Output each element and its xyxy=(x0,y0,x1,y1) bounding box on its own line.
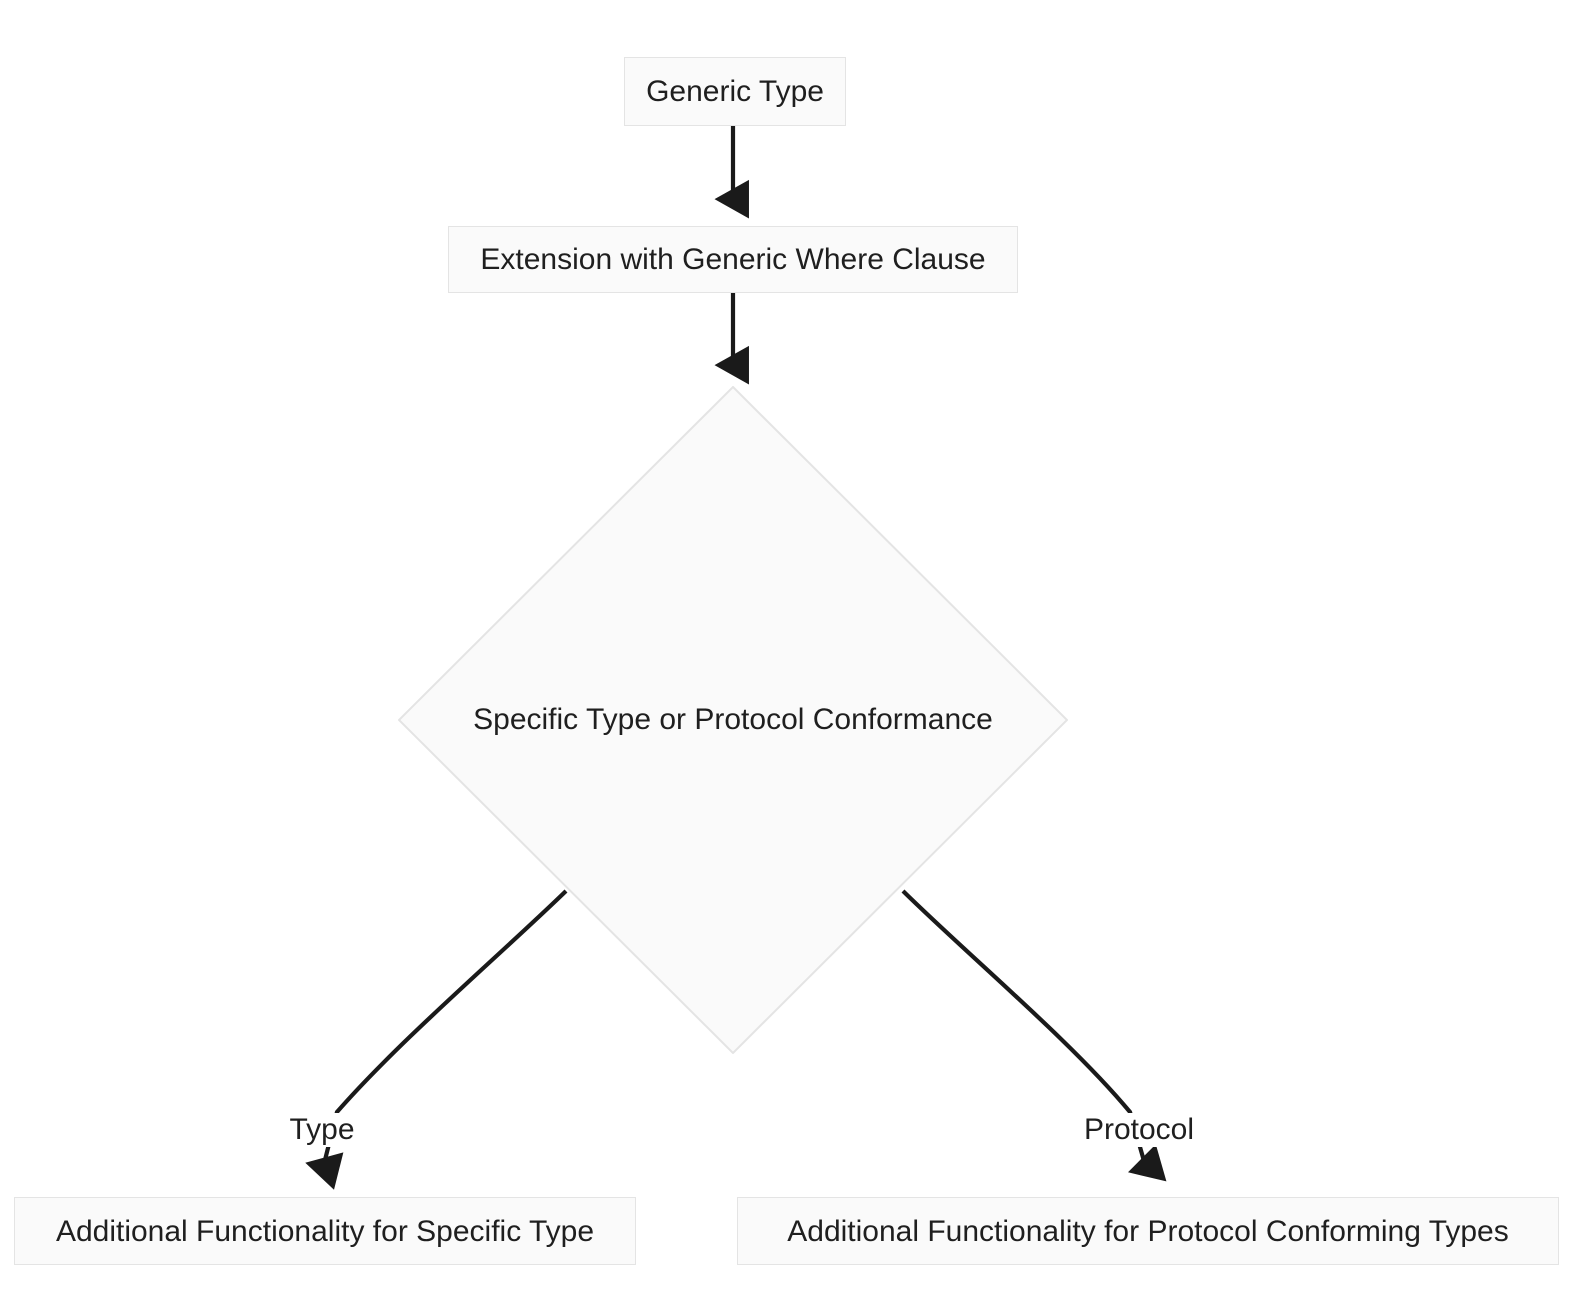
node-generic-type[interactable]: Generic Type xyxy=(624,57,846,126)
node-additional-functionality-for-protocol-conforming-types[interactable]: Additional Functionality for Protocol Co… xyxy=(737,1197,1559,1265)
node-extension-with-generic-where-clause[interactable]: Extension with Generic Where Clause xyxy=(448,226,1018,293)
node-extension-label: Extension with Generic Where Clause xyxy=(480,243,986,276)
diamond-shape-icon xyxy=(398,386,1068,1054)
node-generic-type-label: Generic Type xyxy=(646,75,824,108)
edge-label-protocol: Protocol xyxy=(1079,1113,1199,1147)
edge-label-type: Type xyxy=(285,1113,359,1147)
node-additional-functionality-for-specific-type[interactable]: Additional Functionality for Specific Ty… xyxy=(14,1197,636,1265)
edge-decision-to-specific-functionality xyxy=(305,889,568,1190)
node-decision-label: Specific Type or Protocol Conformance xyxy=(473,703,993,736)
edge-decision-to-protocol-functionality xyxy=(901,889,1167,1182)
node-decision-specific-type-or-protocol-conformance[interactable]: Specific Type or Protocol Conformance xyxy=(398,386,1068,1054)
node-protocol-functionality-label: Additional Functionality for Protocol Co… xyxy=(787,1214,1509,1248)
node-specific-functionality-label: Additional Functionality for Specific Ty… xyxy=(55,1214,595,1248)
